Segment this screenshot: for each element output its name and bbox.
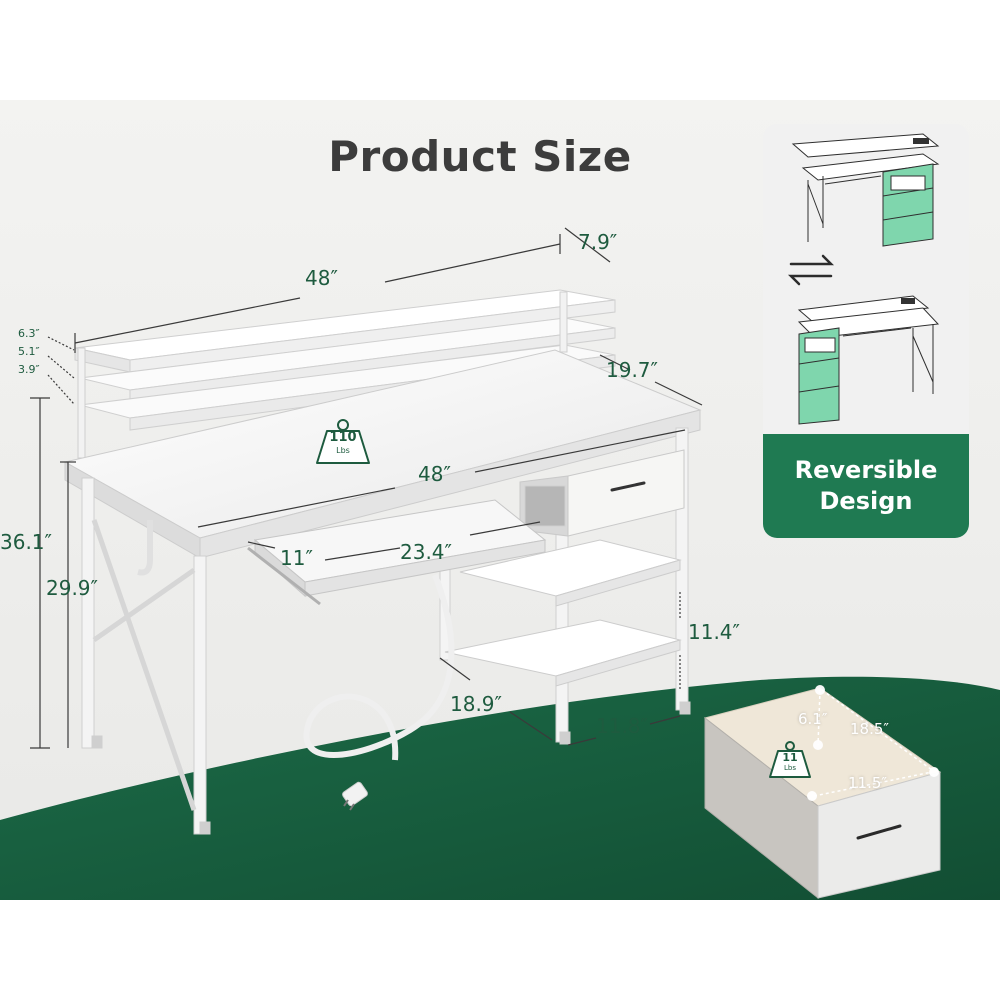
desk-drawer (519, 449, 685, 537)
hutch-height-3-label: 3.9″ (18, 363, 40, 376)
drawer-capacity-badge: 11 Lbs (768, 740, 812, 780)
desk-capacity-value: 110 (329, 430, 357, 445)
desk-width-label: 48″ (418, 462, 451, 486)
tray-depth-label: 11″ (280, 546, 313, 570)
shelf-width-label: 18.9″ (450, 692, 503, 716)
fabric-drawer (703, 685, 942, 900)
reversible-diagram (763, 124, 969, 434)
power-plug-icon (342, 781, 368, 811)
reversible-line-1: Reversible (794, 456, 938, 484)
desk-height-label: 29.9″ (46, 576, 99, 600)
reversible-design-label: Reversible Design (763, 434, 969, 538)
tray-width-label: 23.4″ (400, 540, 453, 564)
weight-icon (769, 741, 811, 778)
desk-capacity-badge: 110 Lbs (313, 417, 373, 467)
desk-top (63, 349, 702, 559)
hutch-depth-label: 7.9″ (578, 230, 618, 254)
hutch-height-2-label: 5.1″ (18, 345, 40, 358)
shelf-height-label: 11.4″ (688, 620, 741, 644)
desk-depth-label: 19.7″ (606, 358, 659, 382)
reversible-design-card: Reversible Design (763, 124, 969, 538)
drawer-width-label: 18.5″ (850, 720, 890, 738)
keyboard-tray (247, 499, 547, 606)
drawer-capacity-unit: Lbs (784, 764, 796, 772)
side-shelves (444, 539, 682, 687)
hutch-width-label: 48″ (305, 266, 338, 290)
dimension-lines (30, 227, 703, 749)
desk-capacity-unit: Lbs (336, 446, 350, 455)
swap-arrows-icon (787, 254, 835, 286)
total-height-label: 36.1″ (0, 530, 53, 554)
hutch-height-1-label: 6.3″ (18, 327, 40, 340)
drawer-height-label: 6.1″ (798, 710, 828, 728)
page-title: Product Size (328, 132, 632, 181)
drawer-capacity-value: 11 (782, 751, 798, 764)
weight-icon (316, 419, 370, 464)
reversible-line-2: Design (819, 487, 913, 515)
shelf-depth-label: 11.8″ (596, 714, 649, 738)
drawer-depth-label: 11.5″ (848, 774, 888, 792)
